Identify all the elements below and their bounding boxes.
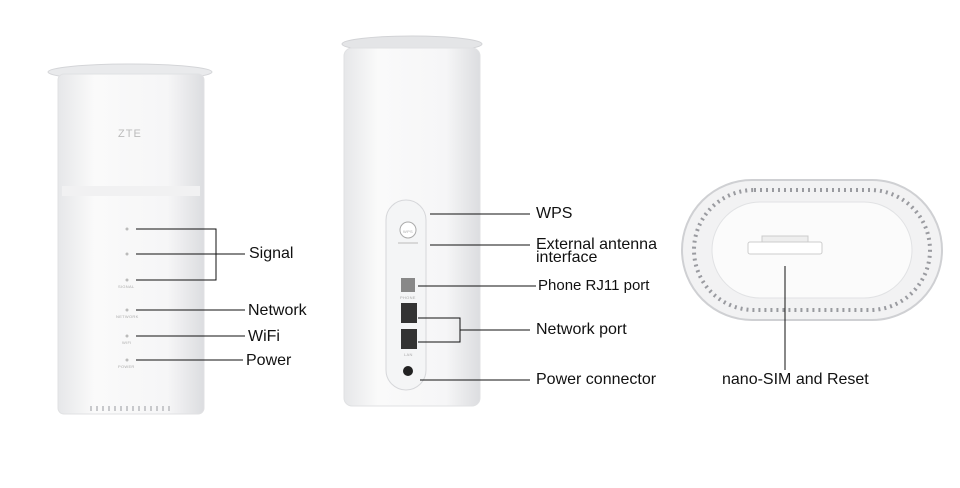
led-caption-network: NETWORK bbox=[116, 314, 139, 319]
back-callout-lines bbox=[418, 213, 536, 381]
label-wps: WPS bbox=[536, 205, 573, 222]
label-nano-sim-reset: nano-SIM and Reset bbox=[722, 371, 869, 388]
vent-grille bbox=[90, 406, 170, 411]
lan-port-1 bbox=[401, 303, 417, 323]
nano-sim-slot bbox=[747, 241, 823, 255]
label-external-antenna: External antenna bbox=[536, 236, 657, 253]
label-power: Power bbox=[246, 352, 292, 369]
phone-caption: PHONE bbox=[400, 295, 416, 300]
front-callout-lines bbox=[136, 228, 245, 361]
rj11-port bbox=[401, 278, 415, 292]
wps-button bbox=[399, 221, 417, 239]
label-wifi: WiFi bbox=[248, 328, 280, 345]
label-phone-rj11: Phone RJ11 port bbox=[538, 277, 650, 294]
brand-logo: ZTE bbox=[118, 128, 142, 140]
wps-caption: WPS bbox=[403, 229, 414, 234]
led-indicators bbox=[125, 227, 129, 362]
router-front-view bbox=[47, 63, 213, 415]
label-signal: Signal bbox=[249, 245, 294, 262]
led-caption-power: POWER bbox=[118, 364, 135, 369]
led-caption-wifi: WIFI bbox=[122, 340, 132, 345]
label-network-port: Network port bbox=[536, 321, 627, 338]
led-caption-signal: SIGNAL bbox=[118, 284, 135, 289]
label-network: Network bbox=[248, 302, 307, 319]
power-jack bbox=[403, 366, 413, 376]
lan-port-2 bbox=[401, 329, 417, 349]
label-antenna-interface: interface bbox=[536, 249, 598, 266]
router-back-view bbox=[341, 35, 483, 407]
lan-caption: LAN bbox=[404, 352, 413, 357]
label-power-connector: Power connector bbox=[536, 371, 657, 388]
router-bottom-view bbox=[681, 179, 943, 321]
